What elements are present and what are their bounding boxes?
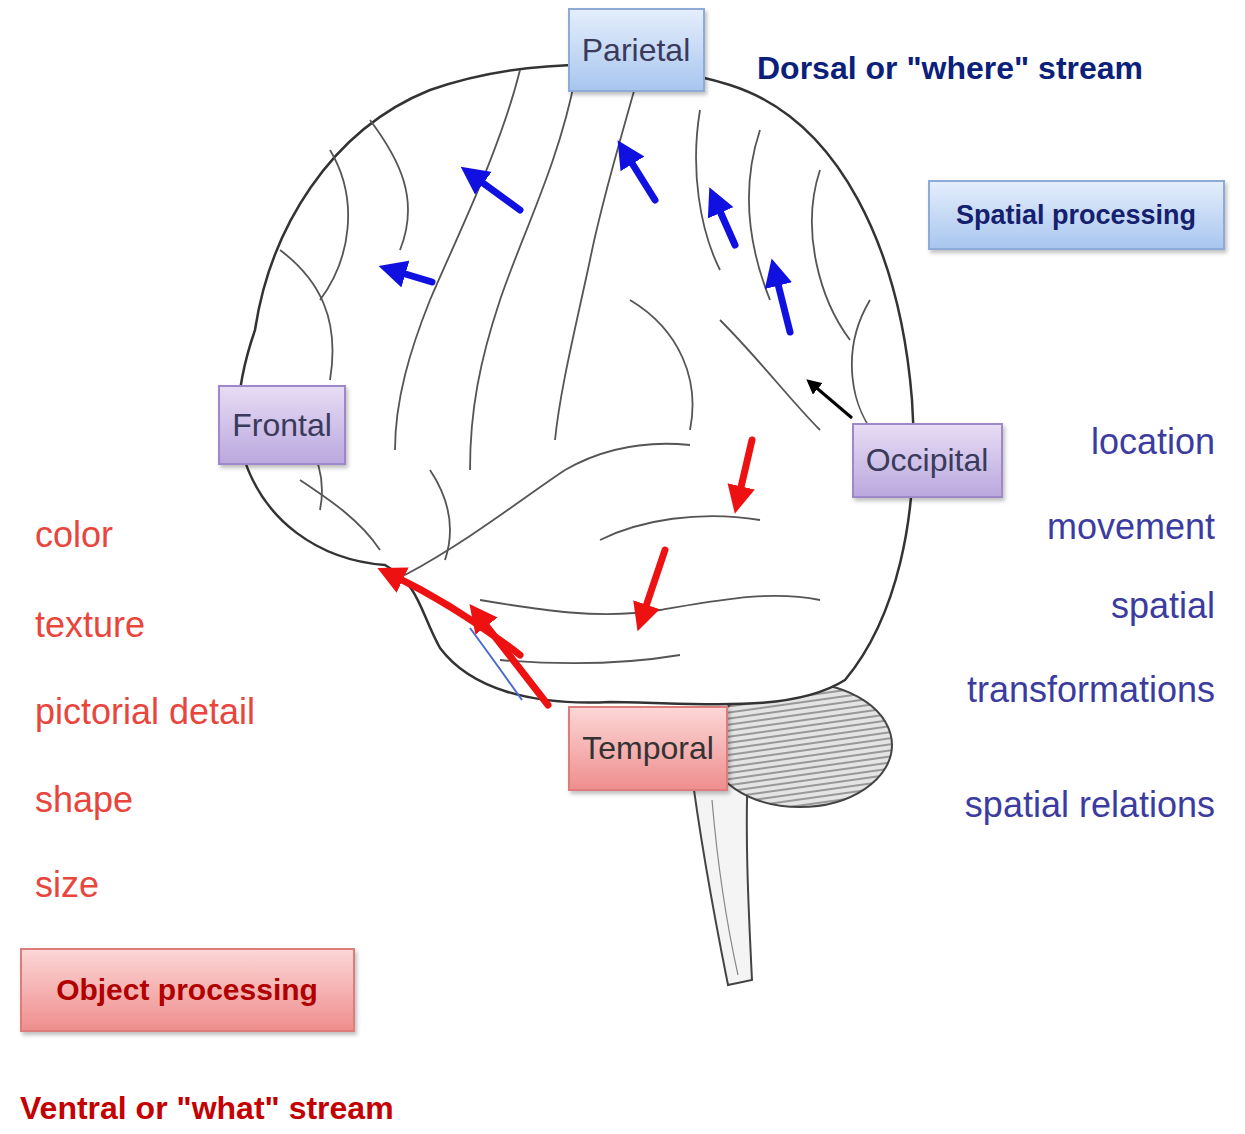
node-text: Parietal: [582, 32, 691, 69]
feature-label: spatial transformations: [930, 564, 1215, 732]
brain-drawing: [395, 70, 520, 450]
stream-title: Dorsal or "where" stream: [757, 50, 1143, 87]
brain-drawing: [630, 300, 820, 430]
node-text: Frontal: [232, 407, 332, 444]
stream-title: Ventral or "what" stream: [20, 1090, 394, 1127]
node-text: Occipital: [866, 442, 989, 479]
brain-drawing: [696, 110, 770, 300]
feature-label: texture: [35, 604, 145, 646]
feature-label: color: [35, 514, 113, 556]
node-text: Spatial processing: [956, 200, 1196, 231]
stream-box: Spatial processing: [928, 180, 1225, 250]
brain-drawing: [392, 152, 790, 332]
brain-drawing: [500, 516, 760, 663]
brain-drawing: [392, 270, 432, 282]
brain-drawing: [555, 70, 640, 440]
feature-label: size: [35, 864, 99, 906]
feature-label: location: [1091, 421, 1215, 463]
feature-label: spatial relations: [965, 784, 1215, 826]
brain-drawing: [812, 384, 852, 418]
brain-drawing: [472, 175, 520, 210]
feature-label: pictorial detail: [35, 691, 255, 733]
brain-drawing: [470, 628, 522, 700]
node-text: Temporal: [582, 730, 714, 767]
lobe-box: Occipital: [852, 423, 1003, 498]
brain-drawing: [812, 170, 880, 440]
brain-drawing: [715, 200, 735, 245]
brain-drawing: [642, 550, 665, 618]
brain-drawing: [390, 440, 752, 705]
brain-drawing: [625, 152, 655, 200]
brain-drawing: [738, 440, 752, 500]
stream-box: Object processing: [20, 948, 355, 1032]
lobe-box: Temporal: [568, 706, 728, 791]
brain-drawing: [300, 470, 450, 560]
feature-label: movement: [1047, 506, 1215, 548]
brain-drawing: [775, 272, 790, 332]
brain-drawing: [390, 574, 520, 655]
brain-drawing: [260, 70, 880, 663]
brain-drawing: [712, 800, 738, 975]
node-text: Object processing: [56, 973, 318, 1007]
lobe-box: Frontal: [218, 385, 346, 465]
feature-label: shape: [35, 779, 133, 821]
brain-drawing: [280, 150, 348, 380]
lobe-box: Parietal: [568, 8, 705, 92]
